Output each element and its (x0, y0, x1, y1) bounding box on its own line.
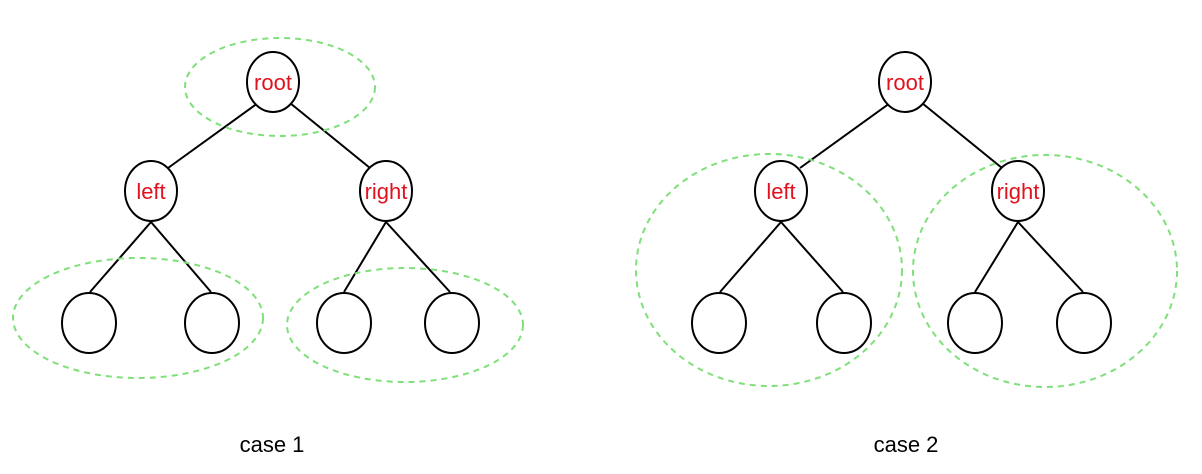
case-1-left-leaves-group-outline (12, 257, 264, 379)
case-2-left-subtree-group-outline (635, 153, 903, 387)
case-2-left-label: left (766, 179, 795, 204)
case-1-leaf-node (424, 292, 480, 354)
case-2-left-node (754, 160, 808, 222)
case-2-edge-right-rr (1017, 221, 1084, 293)
case-1-root-node (246, 51, 300, 113)
case-1-edge-root-left (167, 102, 259, 169)
case-2-root-node (878, 51, 932, 113)
case-1-right-label: right (365, 179, 408, 204)
case-1-edge-left-ll (89, 221, 152, 293)
case-2-leaf-node (1056, 292, 1112, 354)
case-1-leaf-node (61, 292, 117, 354)
case-1-tree: root left right case 1 (12, 37, 524, 457)
case-1-leaf-node (184, 292, 240, 354)
case-1-edge-right-rl (343, 221, 387, 293)
case-2-right-node (991, 160, 1045, 222)
case-2-leaf-node (691, 292, 747, 354)
case-1-edge-right-rr (385, 221, 451, 293)
case-2-caption: case 2 (874, 432, 939, 457)
case-2-leaf-node (816, 292, 872, 354)
case-2-leaf-node (947, 292, 1003, 354)
case-1-root-label: root (254, 70, 292, 95)
case-2-right-subtree-group-outline (912, 154, 1178, 388)
case-1-edge-root-right (289, 102, 371, 169)
case-2-tree: root left right case 2 (635, 51, 1178, 457)
case-1-left-label: left (136, 179, 165, 204)
case-1-leaf-node (316, 292, 372, 354)
case-1-caption: case 1 (240, 432, 305, 457)
case-2-right-label: right (997, 179, 1040, 204)
case-1-left-node (124, 160, 178, 222)
case-2-edge-root-left (799, 102, 891, 169)
case-1-right-node (359, 160, 413, 222)
case-2-edge-left-lr (780, 221, 844, 293)
case-2-edge-root-right (921, 102, 1003, 169)
case-2-root-label: root (886, 70, 924, 95)
case-2-edge-left-ll (719, 221, 782, 293)
case-1-edge-left-lr (150, 221, 212, 293)
case-2-edge-right-rl (974, 221, 1019, 293)
case-1-right-leaves-group-outline (286, 267, 524, 383)
case-1-root-group-outline (184, 37, 376, 137)
